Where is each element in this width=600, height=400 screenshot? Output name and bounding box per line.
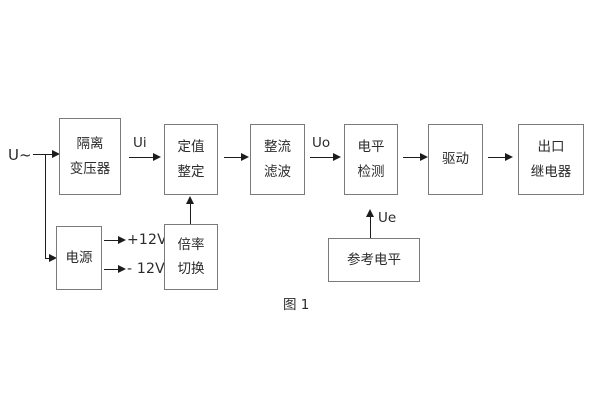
arrowhead-to-power-supply [49,254,57,262]
input-bus-vertical [45,154,47,259]
signal-label-uo: Uo [312,135,331,151]
figure-caption: 图 1 [283,297,310,313]
block-output-relay-line-1: 出口 [537,139,565,156]
rail-label-positive-12v: +12V [127,232,167,248]
block-rectify-filter-line-1: 整流 [264,139,291,156]
block-output-relay-line-2: 继电器 [530,163,572,180]
arrowhead-setting-to-rectify [241,153,249,161]
input-wire-stub [33,154,46,156]
block-isolation-transformer-line-2: 变压器 [69,160,111,177]
arrowhead-to-isolation-transformer [52,150,60,158]
wire-ui [129,157,156,159]
signal-label-ui: Ui [133,135,147,151]
block-rectify-filter[interactable]: 整流 滤波 [250,124,305,195]
wire-to-isolation-transformer [45,154,57,156]
block-multiplier-switch-line-1: 倍率 [177,236,205,253]
wire-setting-to-rectify [224,157,246,159]
wire-positive-12v [104,240,122,242]
input-label-u-ac: U~ [8,146,32,164]
arrowhead-ui [153,153,161,161]
block-drive[interactable]: 驱动 [428,124,483,195]
block-level-detection[interactable]: 电平 检测 [344,124,398,195]
rail-label-negative-12v: - 12V [127,261,165,277]
block-level-detection-line-1: 电平 [357,139,385,156]
block-rectify-filter-line-2: 滤波 [264,163,291,180]
wire-uo [310,157,336,159]
signal-label-ue: Ue [378,210,397,226]
block-isolation-transformer[interactable]: 隔离 变压器 [59,118,121,195]
block-isolation-transformer-line-1: 隔离 [76,136,104,153]
wire-ue [370,214,372,238]
arrowhead-ue [366,209,374,217]
arrowhead-multiplier-to-setting [186,196,194,204]
wire-level-to-drive [403,157,425,159]
block-setting-value[interactable]: 定值 整定 [164,124,218,195]
arrowhead-drive-to-relay [505,153,513,161]
block-drive-line-1: 驱动 [442,151,469,168]
block-power-supply[interactable]: 电源 [56,226,102,290]
block-level-detection-line-2: 检测 [357,163,385,180]
wire-multiplier-to-setting [190,200,192,224]
block-multiplier-switch[interactable]: 倍率 切换 [164,224,218,290]
wire-negative-12v [104,269,122,271]
arrowhead-level-to-drive [420,153,428,161]
block-power-supply-line-1: 电源 [65,249,93,266]
arrowhead-uo [333,153,341,161]
wire-drive-to-relay [488,157,510,159]
block-setting-value-line-1: 定值 [177,139,205,156]
arrowhead-positive-12v [118,236,126,244]
block-multiplier-switch-line-2: 切换 [177,261,205,277]
block-reference-level-line-1: 参考电平 [347,251,401,268]
block-reference-level[interactable]: 参考电平 [328,238,420,282]
block-output-relay[interactable]: 出口 继电器 [518,124,584,195]
arrowhead-negative-12v [118,265,126,273]
block-setting-value-line-2: 整定 [177,163,205,180]
